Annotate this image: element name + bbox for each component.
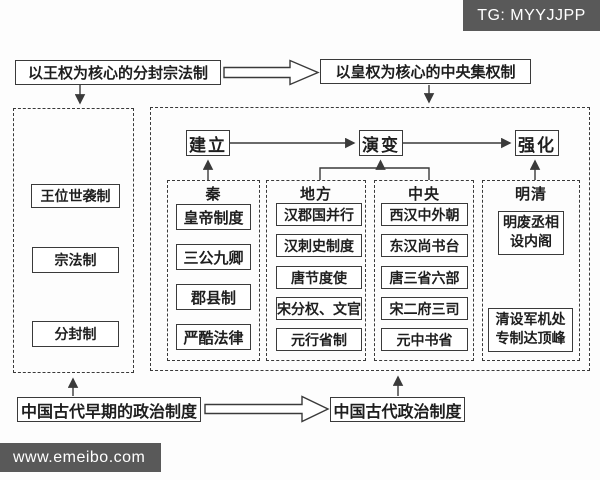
bottom-left-box: 中国古代早期的政治制度 [17, 397, 201, 422]
qin-item: 皇帝制度 [176, 204, 251, 230]
left-panel-item: 分封制 [32, 321, 119, 347]
local-item: 汉郡国并行 [276, 203, 362, 226]
local-item: 唐节度使 [276, 266, 362, 289]
left-panel-item: 王位世袭制 [31, 184, 120, 208]
top-left-box: 以王权为核心的分封宗法制 [15, 60, 221, 85]
early-systems-panel [13, 108, 134, 373]
central-item: 宋二府三司 [381, 297, 468, 320]
qin-item: 严酷法律 [176, 324, 251, 350]
transition-arrow-bottom [204, 395, 330, 423]
central-system-panel [150, 107, 590, 371]
column-mingqing-title: 明清 [514, 187, 547, 203]
central-item: 元中书省 [381, 328, 468, 351]
qin-item: 郡县制 [176, 284, 251, 310]
qin-item: 三公九卿 [176, 244, 251, 270]
bottom-right-box: 中国古代政治制度 [330, 397, 465, 422]
local-item: 宋分权、文官 [276, 297, 362, 320]
stage-strengthen-box: 强化 [515, 130, 559, 156]
left-panel-item: 宗法制 [32, 247, 119, 273]
column-qin [167, 180, 260, 361]
central-item: 唐三省六部 [381, 266, 468, 289]
site-watermark: www.emeibo.com [0, 443, 161, 472]
transition-arrow-top [223, 59, 320, 86]
local-item: 汉刺史制度 [276, 234, 362, 257]
local-item: 元行省制 [276, 328, 362, 351]
mingqing-item: 清设军机处专制达顶峰 [488, 308, 573, 352]
stage-establish-box: 建立 [186, 130, 230, 156]
column-mingqing [482, 180, 580, 361]
column-qin-title: 秦 [205, 187, 222, 203]
column-central-title: 中央 [407, 187, 440, 203]
column-local-title: 地方 [299, 187, 332, 203]
mingqing-item: 明废丞相设内阁 [498, 211, 564, 255]
column-local [266, 180, 366, 361]
top-right-box: 以皇权为核心的中央集权制 [320, 59, 531, 84]
stage-evolve-box: 演变 [359, 130, 403, 156]
central-item: 东汉尚书台 [381, 234, 468, 257]
tg-watermark-badge: TG: MYYJJPP [463, 0, 600, 31]
column-central [374, 180, 474, 361]
central-item: 西汉中外朝 [381, 203, 468, 226]
